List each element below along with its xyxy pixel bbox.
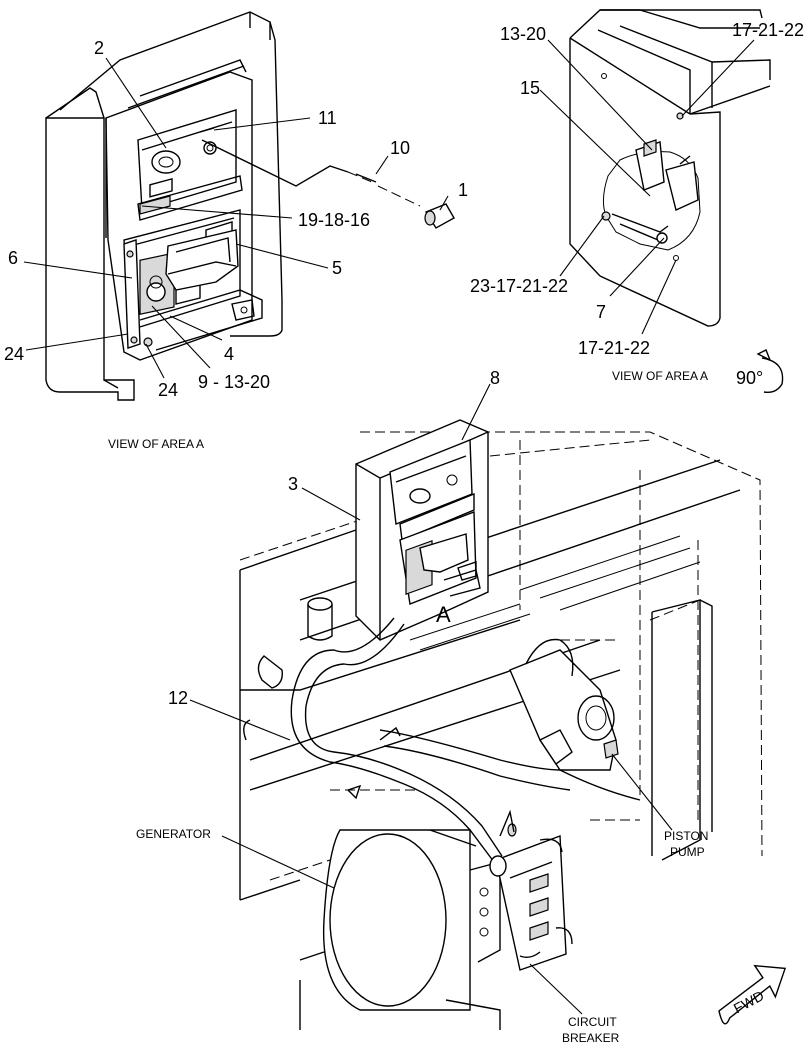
callouts-left: 2 11 10 1 19-18-16 6 5 4 24 24 9 - 13-20… [4,38,468,451]
callout-3: 3 [288,474,298,494]
label-piston: PISTON [664,829,708,843]
rotation-label: 90° [736,368,763,388]
callouts-right: 13-20 17-21-22 15 23-17-21-22 7 17-21-22… [470,20,804,394]
callout-24-left: 24 [4,344,24,364]
circuit-breaker [346,784,573,971]
callout-24-bottom: 24 [158,380,178,400]
callout-23-17-21-22: 23-17-21-22 [470,276,568,296]
detail-view-right [569,9,771,327]
detail-view-left [45,11,455,401]
area-a-label: A [436,602,451,627]
label-generator: GENERATOR [136,827,211,841]
callout-7: 7 [596,302,606,322]
callout-10: 10 [390,138,410,158]
forward-arrow-icon [718,964,787,1025]
callout-8: 8 [490,368,500,388]
callout-leaders-left [23,57,449,379]
callout-15: 15 [520,78,540,98]
callout-13-20: 13-20 [500,24,546,44]
callout-9-13-20: 9 - 13-20 [198,372,270,392]
label-pump: PUMP [670,845,705,859]
callout-17-21-22-top: 17-21-22 [732,20,804,40]
callout-5: 5 [332,258,342,278]
caption-view-left: VIEW OF AREA A [108,437,204,451]
callout-leaders-right [539,39,755,335]
callout-leaders-main [189,383,673,1015]
callout-4: 4 [224,344,234,364]
caption-view-right: VIEW OF AREA A [612,369,708,383]
main-assembly-view [239,419,763,1030]
callout-12: 12 [168,688,188,708]
label-breaker: BREAKER [562,1031,620,1045]
piston-pump [379,638,641,801]
callout-6: 6 [8,248,18,268]
callout-19-18-16: 19-18-16 [298,210,370,230]
callout-2: 2 [94,38,104,58]
rotation-arrow-icon [761,357,784,394]
callout-1: 1 [458,180,468,200]
fwd-arrow: FWD [718,964,787,1025]
callout-11: 11 [318,108,337,128]
generator [322,829,501,1030]
label-circuit: CIRCUIT [568,1015,617,1029]
callout-17-21-22-bot: 17-21-22 [578,338,650,358]
callouts-main: 8 3 A 12 GENERATOR PISTON PUMP CIRCUIT B… [136,368,708,1045]
